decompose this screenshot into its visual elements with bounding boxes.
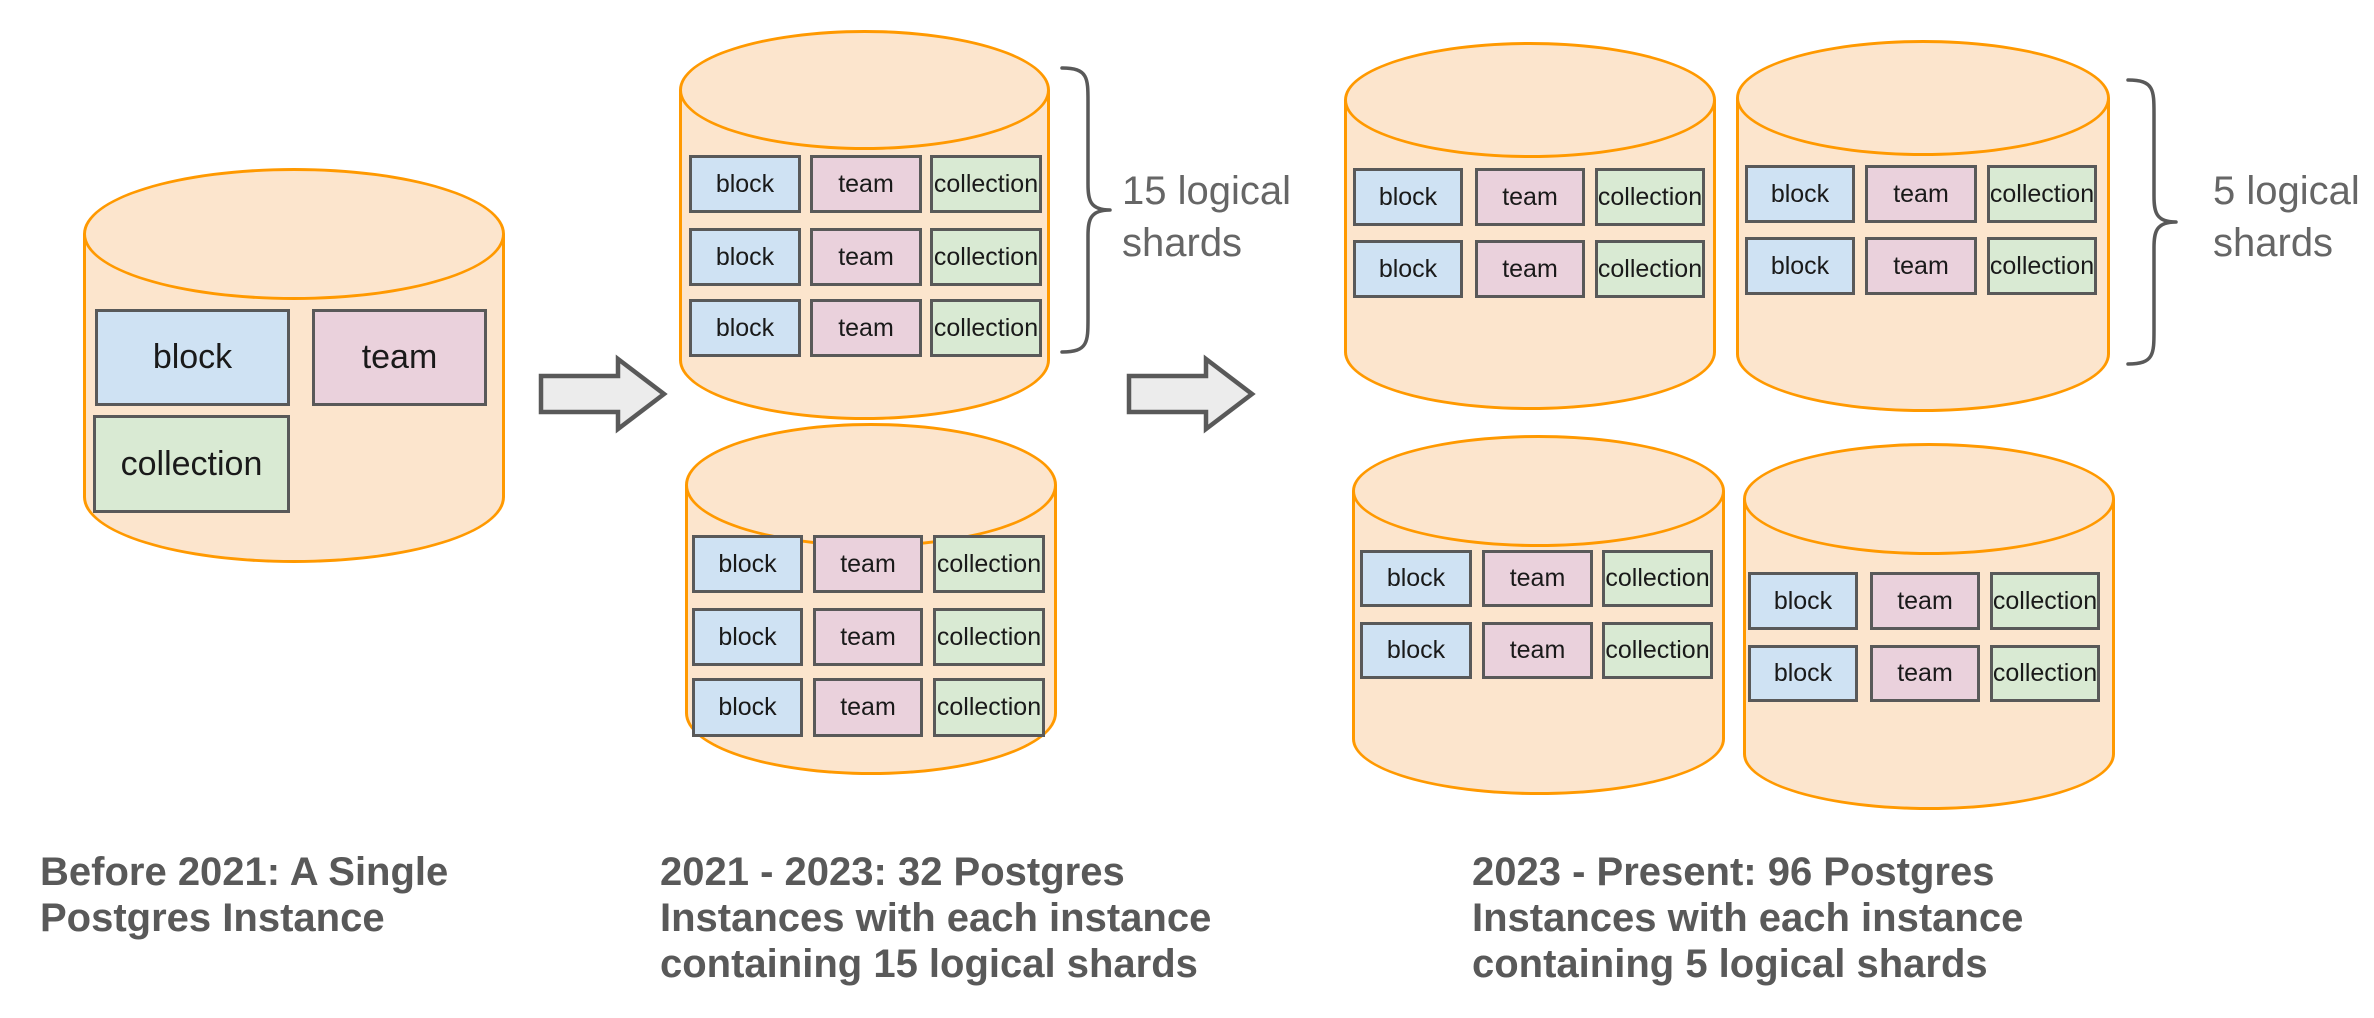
- team-table-box: team: [1870, 572, 1980, 630]
- block-table-box: block: [1748, 645, 1858, 702]
- collection-table-box: collection: [1602, 622, 1713, 679]
- team-table-box: team: [312, 309, 487, 406]
- cylinder-top-ellipse: [83, 168, 505, 300]
- team-table-box: team: [810, 299, 922, 357]
- caption-2021-2023: 2021 - 2023: 32 Postgres Instances with …: [660, 850, 1212, 986]
- team-table-box: team: [1865, 237, 1977, 295]
- collection-table-box: collection: [1987, 165, 2097, 223]
- block-table-box: block: [689, 155, 801, 213]
- team-table-box: team: [1475, 240, 1585, 298]
- postgres-instance-cylinder: [1352, 435, 1725, 795]
- team-table-box: team: [810, 228, 922, 286]
- arrow-right-icon: [1126, 354, 1256, 434]
- postgres-instance-cylinder: [679, 30, 1050, 420]
- collection-table-box: collection: [933, 535, 1045, 593]
- block-table-box: block: [1360, 550, 1472, 607]
- collection-table-box: collection: [1990, 645, 2100, 702]
- block-table-box: block: [1353, 240, 1463, 298]
- cylinder-top-ellipse: [1736, 40, 2110, 156]
- team-table-box: team: [1482, 622, 1593, 679]
- collection-table-box: collection: [933, 678, 1045, 737]
- logical-shards-15-label: 15 logical shards: [1122, 169, 1292, 265]
- cylinder-top-ellipse: [1344, 42, 1716, 158]
- cylinder-top-ellipse: [1743, 443, 2115, 555]
- team-table-box: team: [813, 678, 923, 737]
- caption-before-2021: Before 2021: A Single Postgres Instance: [40, 850, 449, 940]
- cylinder-top-ellipse: [685, 423, 1057, 547]
- collection-table-box: collection: [1990, 572, 2100, 630]
- block-table-box: block: [1745, 237, 1855, 295]
- team-table-box: team: [1482, 550, 1593, 607]
- collection-table-box: collection: [933, 608, 1045, 666]
- curly-brace-icon: [1060, 66, 1112, 354]
- collection-table-box: collection: [930, 299, 1042, 357]
- block-table-box: block: [692, 608, 803, 666]
- cylinder-top-ellipse: [1352, 435, 1725, 547]
- block-table-box: block: [692, 678, 803, 737]
- team-table-box: team: [810, 155, 922, 213]
- logical-shards-5-label: 5 logical shards: [2213, 169, 2360, 265]
- collection-table-box: collection: [1602, 550, 1713, 607]
- collection-table-box: collection: [1595, 168, 1705, 226]
- collection-table-box: collection: [1595, 240, 1705, 298]
- block-table-box: block: [689, 228, 801, 286]
- block-table-box: block: [95, 309, 290, 406]
- team-table-box: team: [813, 535, 923, 593]
- team-table-box: team: [1475, 168, 1585, 226]
- block-table-box: block: [1748, 572, 1858, 630]
- cylinder-top-ellipse: [679, 30, 1050, 150]
- collection-table-box: collection: [930, 228, 1042, 286]
- block-table-box: block: [1360, 622, 1472, 679]
- team-table-box: team: [1870, 645, 1980, 702]
- block-table-box: block: [1745, 165, 1855, 223]
- caption-2023-present: 2023 - Present: 96 Postgres Instances wi…: [1472, 850, 2024, 986]
- postgres-instance-cylinder: [1344, 42, 1716, 410]
- team-table-box: team: [813, 608, 923, 666]
- block-table-box: block: [692, 535, 803, 593]
- block-table-box: block: [689, 299, 801, 357]
- arrow-right-icon: [538, 354, 668, 434]
- postgres-instance-cylinder: [1736, 40, 2110, 412]
- collection-table-box: collection: [930, 155, 1042, 213]
- collection-table-box: collection: [1987, 237, 2097, 295]
- collection-table-box: collection: [93, 415, 290, 513]
- team-table-box: team: [1865, 165, 1977, 223]
- block-table-box: block: [1353, 168, 1463, 226]
- curly-brace-icon: [2126, 78, 2178, 366]
